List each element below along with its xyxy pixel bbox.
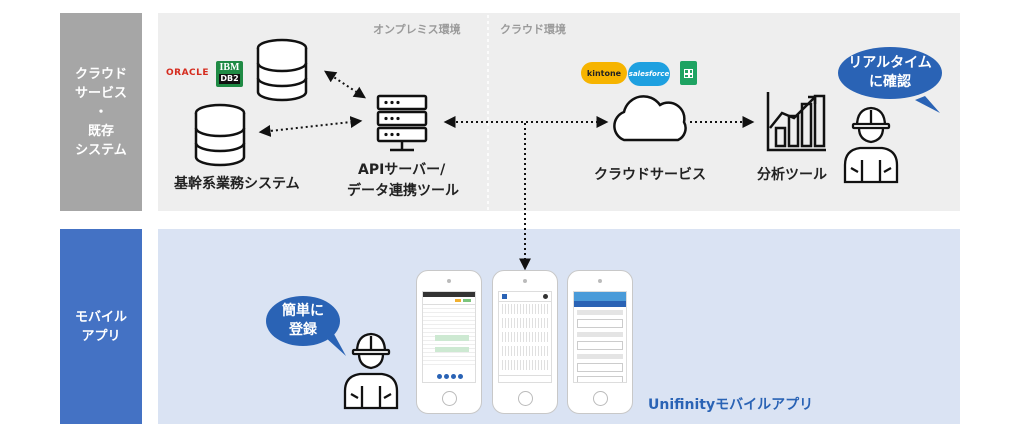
connector-db-api [323,70,367,99]
google-sheets-icon [680,61,697,85]
phone-screen-form [573,291,627,383]
bubble-register: 簡単に 登録 [266,296,340,346]
database-icon-top [256,38,308,102]
phone-mockup-form [567,270,633,414]
phone-mockup-calendar [416,270,482,414]
database-icon-core [194,103,246,167]
api-server-label-line2: データ連携ツール [347,183,459,199]
bubble-tail-realtime [915,96,940,113]
sidebar-bottom-label: モバイル アプリ [74,309,127,344]
ibm-db2-logo: IBM DB2 [216,61,243,87]
worker-icon-top [843,106,899,184]
chart-icon [766,92,826,152]
bubble-realtime: リアルタイム に確認 [838,47,942,99]
api-server-label-line1: APIサーバー/ [358,162,446,178]
bubble-register-text: 簡単に 登録 [282,303,324,338]
analysis-tool-label: 分析ツール [757,167,827,183]
core-system-label: 基幹系業務システム [174,176,300,192]
zone-label-onpremise: オンプレミス環境 [373,23,461,36]
server-icon [376,94,428,152]
cloud-icon [613,95,687,142]
oracle-logo: ORACLE [166,68,210,78]
worker-icon-bottom [343,332,399,410]
ibm-logo-text: IBM [219,62,240,73]
mobile-app-name: Unifinityモバイルアプリ [648,397,814,413]
cloud-service-label: クラウドサービス [594,167,706,183]
db2-logo-text: DB2 [219,74,240,84]
phone-screen-list [498,291,552,383]
bubble-realtime-text: リアルタイム に確認 [848,55,932,90]
sidebar-top-label: クラウド サービス ・ 既存 システム [74,66,127,158]
bubble-tail-register [325,334,346,356]
sidebar-mobile-app: モバイル アプリ [60,229,142,424]
salesforce-logo-text: salesforce [628,70,670,78]
phone-mockup-list [492,270,558,414]
sidebar-cloud-existing-systems: クラウド サービス ・ 既存 システム [60,13,142,211]
zone-label-cloud: クラウド環境 [500,23,566,36]
kintone-logo: kintone [581,62,627,84]
kintone-logo-text: kintone [586,68,622,78]
connector-core-api [258,116,363,137]
phone-screen-calendar [422,291,476,383]
salesforce-logo: salesforce [628,62,670,86]
